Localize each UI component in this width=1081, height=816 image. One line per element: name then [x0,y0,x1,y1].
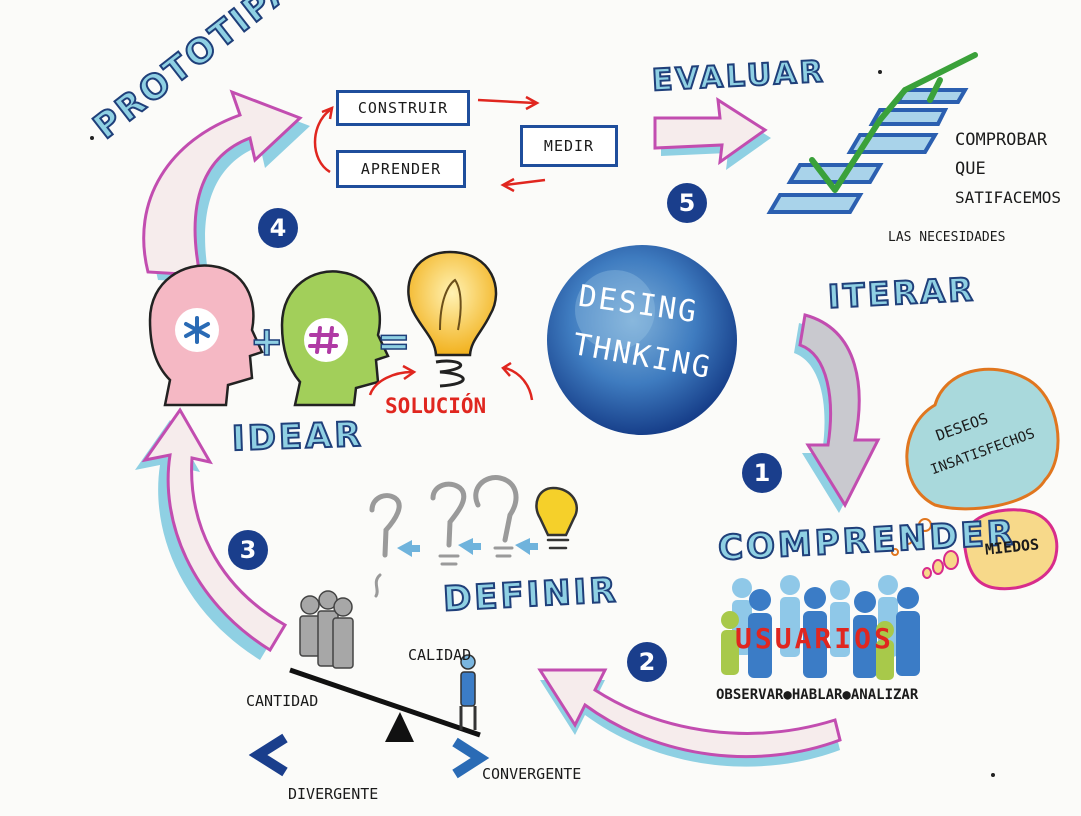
evaluar-note-line1: COMPROBAR [955,130,1048,150]
head-green-icon [280,270,390,407]
equals-sign: = [376,319,411,365]
calidad-label: CALIDAD [408,646,472,664]
users-label: USUARIOS [735,622,894,655]
arrow-to-evaluar [653,97,771,170]
step-number-1: 1 [742,453,782,493]
person-blue [459,654,477,730]
stage-title-idear: IDEAR [230,414,365,461]
arrow-idear-to-prototipar [142,89,310,283]
evaluar-note-line4: LAS NECESIDADES [888,230,1006,245]
people-group-grey [299,590,354,669]
lightbulb-icon [407,250,498,388]
solucion-arrows [368,361,534,401]
stage-title-evaluar: EVALUAR [650,53,827,99]
step-number-5: 5 [667,183,707,223]
arrow-definir-to-idear [135,407,288,660]
evaluar-note-line3: SATIFACEMOS [955,188,1061,207]
prototype-loop-arrows [313,95,546,193]
cantidad-label: CANTIDAD [246,692,319,710]
step-number-4: 4 [258,208,298,248]
step-number-3: 3 [228,530,268,570]
center-globe [547,245,737,435]
users-actions-label: OBSERVAR●HABLAR●ANALIZAR [716,687,919,703]
balance-icon [289,590,481,742]
solucion-label: SOLUCIÓN [385,394,487,418]
box-aprender: APRENDER [336,150,466,188]
convergente-label: CONVERGENTE [482,765,582,783]
arrow-comprender-to-definir [537,668,842,767]
box-medir: MEDIR [520,125,618,167]
divergente-chevron [248,733,288,777]
convergente-chevron [452,737,490,779]
checklist-icon [766,52,978,214]
divergente-label: DIVERGENTE [288,785,379,803]
step-number-2: 2 [627,642,667,682]
thought-dots-deseos [891,518,932,556]
stage-title-iterar: ITERAR [826,269,977,317]
thought-bubble-deseos [905,367,1060,511]
thought-bubble-miedos [922,508,1059,591]
evaluar-note-line2: QUE [955,159,986,179]
idea-sequence-icons [369,475,579,598]
plus-sign: + [249,319,284,365]
arrow-iterar-to-comprender [794,313,881,513]
users-crowd-icon [721,575,920,680]
stage-title-definir: DEFINIR [441,569,620,620]
head-pink-icon [148,264,264,407]
box-construir: CONSTRUIR [336,90,470,126]
